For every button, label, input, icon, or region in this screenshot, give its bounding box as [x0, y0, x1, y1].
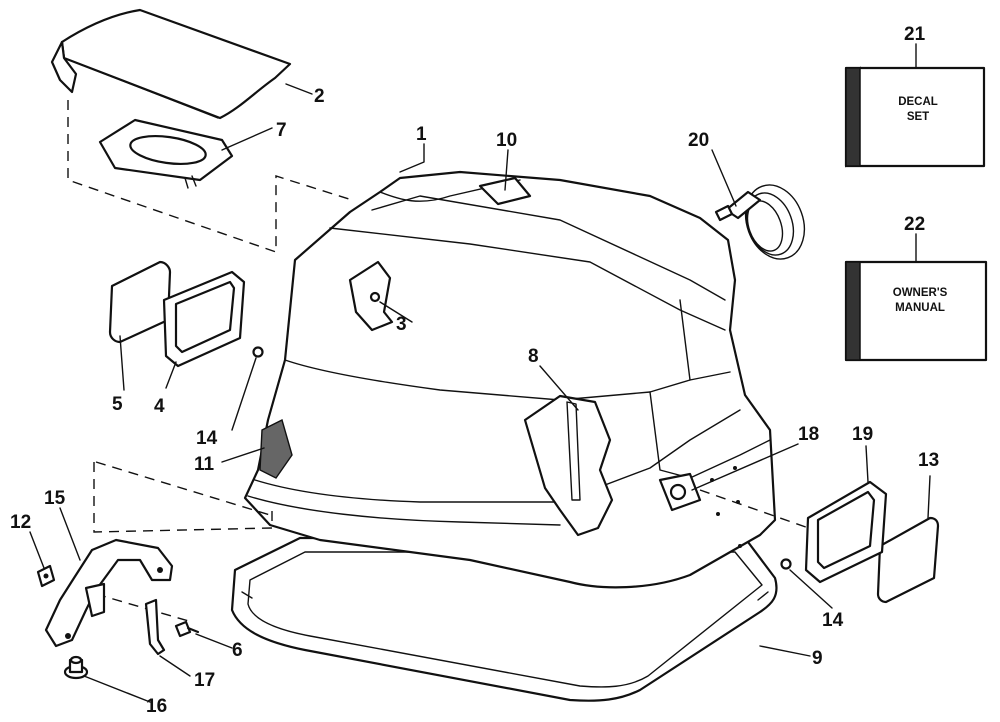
latch-gasket	[804, 480, 888, 584]
callout-7: 7	[276, 120, 287, 141]
callout-1: 1	[416, 124, 427, 145]
callout-6: 6	[232, 640, 243, 661]
callout-17: 17	[194, 670, 215, 691]
clip	[144, 598, 166, 656]
cover-seal	[98, 118, 234, 189]
callout-8: 8	[528, 346, 539, 367]
rubber-mount	[63, 655, 89, 680]
callout-14-right: 14	[822, 610, 844, 631]
callout-3: 3	[396, 314, 407, 335]
owners-manual-box: OWNER'S MANUAL	[844, 260, 988, 362]
access-cover	[50, 8, 292, 120]
callout-9: 9	[812, 648, 823, 669]
side-plate	[108, 260, 172, 344]
decal-set-box: DECAL SET	[844, 66, 986, 168]
callout-10: 10	[496, 130, 517, 151]
callout-22: 22	[904, 214, 925, 235]
motor-cover	[243, 170, 777, 589]
callout-14-left: 14	[196, 428, 218, 449]
callout-4: 4	[154, 396, 165, 417]
callout-21: 21	[904, 24, 926, 45]
leader-lines	[29, 43, 931, 703]
screw	[174, 620, 200, 638]
spark-lead	[714, 184, 806, 260]
callout-13: 13	[918, 450, 939, 471]
callout-11: 11	[194, 454, 215, 475]
callout-18: 18	[798, 424, 819, 445]
callout-numbers: 1 2 3 4 5 6 7 8 9 10 11 12 13 14 14 15 1…	[10, 24, 939, 717]
assembly-guides	[67, 100, 821, 623]
grommet	[36, 564, 56, 588]
callout-19: 19	[852, 424, 873, 445]
latch-plate	[876, 516, 940, 604]
callout-15: 15	[44, 488, 66, 509]
callout-20: 20	[688, 130, 709, 151]
side-decal	[259, 418, 293, 479]
mount-bracket	[44, 538, 174, 648]
callout-2: 2	[314, 86, 325, 107]
callout-12: 12	[10, 512, 31, 533]
decal-line-2: SET	[907, 111, 929, 123]
callout-16: 16	[146, 696, 167, 717]
manual-line-1: OWNER'S	[893, 287, 948, 299]
callout-5: 5	[112, 394, 123, 415]
decal-line-1: DECAL	[898, 96, 938, 108]
screw-small	[252, 346, 792, 570]
manual-line-2: MANUAL	[895, 302, 945, 314]
plate-gasket	[162, 270, 246, 368]
